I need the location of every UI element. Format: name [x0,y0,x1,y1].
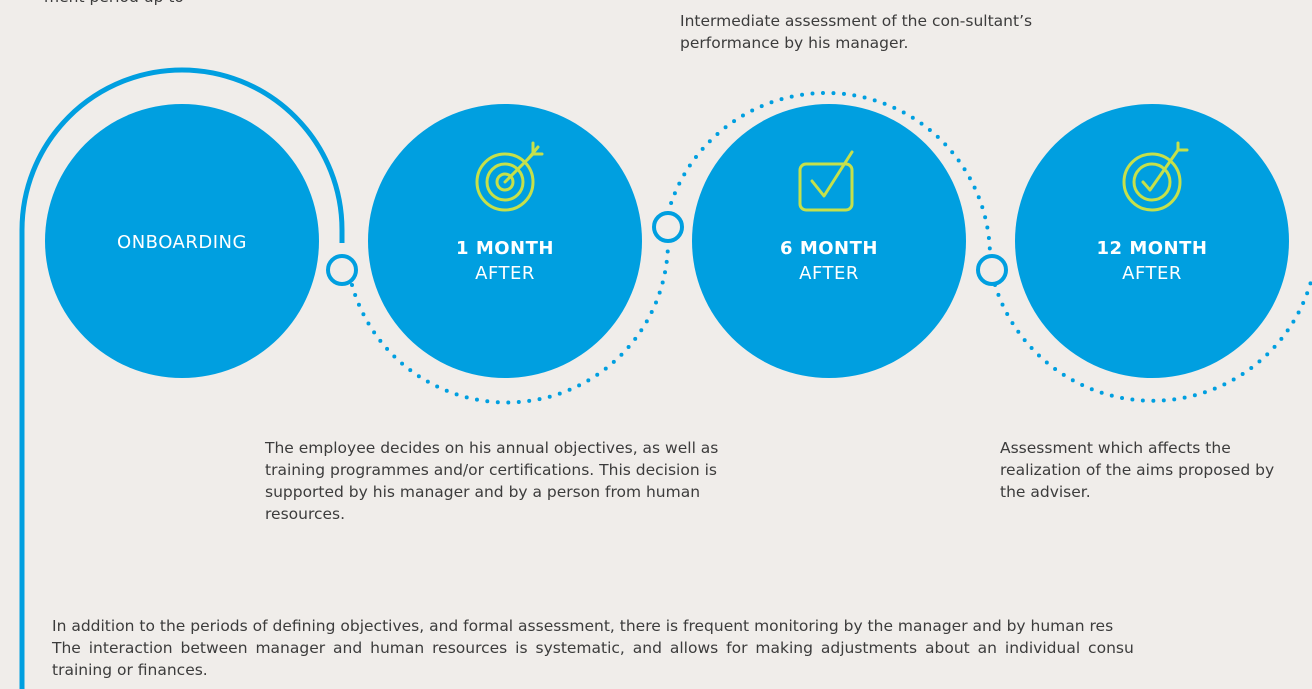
stage-label-month-12: 12 MONTH AFTER [1022,236,1282,286]
dotted-path-2 [666,90,993,260]
milestone-ring-3 [976,254,1008,286]
stage-circle-onboarding [45,104,319,378]
partial-top-text: ment period up to [44,0,184,8]
onboarding-arc-line [19,67,345,689]
monitoring-line-3: training or finances. [52,661,208,679]
monitoring-description: In addition to the periods of defining o… [52,615,1312,681]
month-1-description: The employee decides on his annual objec… [265,439,719,523]
dotted-path-1 [350,240,670,405]
dotted-path-3 [993,276,1312,403]
stage-subtitle: AFTER [475,263,535,284]
monitoring-line-2: The interaction between manager and huma… [52,639,1134,657]
stage-title: 12 MONTH [1096,238,1208,259]
milestone-ring-1 [326,254,358,286]
month-6-description: Intermediate assessment of the con-sulta… [680,12,1033,52]
checkbox-icon [798,150,854,212]
monitoring-line-1: In addition to the periods of defining o… [52,617,1114,635]
stage-circle-month-12 [1015,104,1289,378]
stage-circle-month-1 [368,104,642,378]
stage-label-month-6: 6 MONTH AFTER [699,236,959,286]
month-12-description: Assessment which affects the realization… [1000,439,1275,501]
milestone-ring-2 [652,211,684,243]
stage-subtitle: AFTER [799,263,859,284]
stage-subtitle: AFTER [1122,263,1182,284]
stage-title: 6 MONTH [780,238,878,259]
stage-title: 1 MONTH [456,238,554,259]
target-icon [475,141,544,212]
target-check-icon [1122,141,1189,212]
stage-label-month-1: 1 MONTH AFTER [375,236,635,286]
stage-title: ONBOARDING [117,232,247,253]
stage-label-onboarding: ONBOARDING [52,230,312,255]
stage-circle-month-6 [692,104,966,378]
